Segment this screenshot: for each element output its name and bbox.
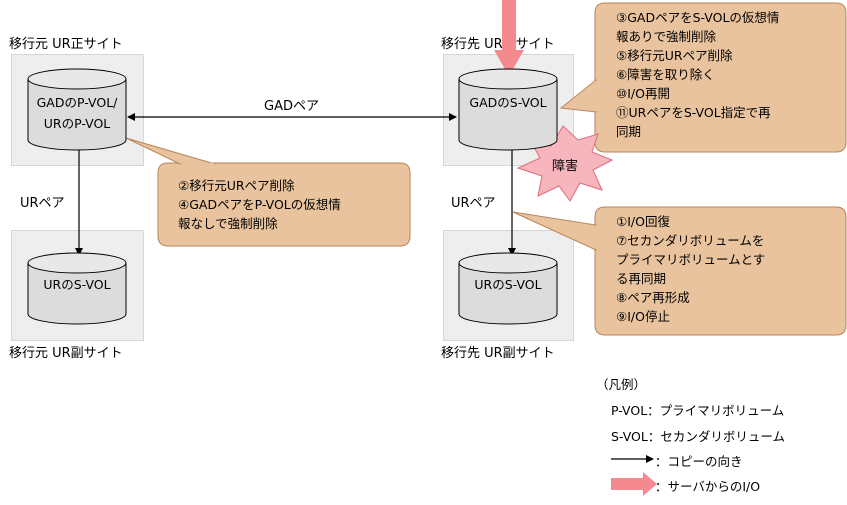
src-ur-svol-cylinder: URのS-VOL — [27, 252, 127, 326]
src-secondary-site-label: 移行元 UR副サイト — [9, 346, 123, 361]
dst-svol-label: GADのS-VOL — [469, 95, 547, 110]
dst-primary-site-label: 移行先 UR正サイト — [441, 37, 555, 52]
left-callout-line: 報なしで強制削除 — [178, 216, 278, 231]
src-pvol-label-2: URのP-VOL — [43, 116, 111, 131]
bottom-right-callout-line: ①I/O回復 — [616, 214, 670, 229]
legend-server-io: ：サーバからのI/O — [655, 479, 761, 494]
src-ur-svol-label: URのS-VOL — [43, 277, 111, 292]
legend-io-arrow — [611, 472, 657, 496]
legend-svol: S-VOL：セカンダリボリューム — [611, 429, 785, 444]
legend-copy-direction: ：コピーの向き — [655, 454, 743, 469]
dst-svol-cylinder: GADのS-VOL — [458, 68, 558, 152]
bottom-right-callout-line: プライマリボリュームとす — [616, 252, 766, 267]
bottom-right-callout: ①I/O回復 ⑦セカンダリボリュームを プライマリボリュームとす る再同期 ⑧ペ… — [616, 212, 765, 326]
top-right-callout-line: ⑥障害を取り除く — [616, 67, 715, 82]
left-callout-line: ②移行元URペア削除 — [178, 178, 295, 193]
gad-pair-label: GADペア — [264, 99, 319, 114]
left-callout: ②移行元URペア削除 ④GADペアをP-VOLの仮想情 報なしで強制削除 — [178, 176, 341, 233]
legend-pvol: P-VOL：プライマリボリューム — [611, 403, 785, 418]
bottom-right-callout-line: る再同期 — [616, 271, 667, 286]
ur-pair-left-label: URペア — [20, 196, 65, 211]
bottom-right-callout-line: ⑦セカンダリボリュームを — [616, 233, 765, 248]
bottom-right-callout-line: ⑨I/O停止 — [616, 309, 670, 324]
top-right-callout-line: 同期 — [616, 124, 642, 139]
top-right-callout-line: 報ありで強制削除 — [616, 29, 717, 44]
src-primary-site-label: 移行元 UR正サイト — [9, 37, 123, 52]
top-right-callout-line: ⑪URペアをS-VOL指定で再 — [616, 105, 771, 120]
top-right-callout-line: ⑩I/O再開 — [616, 86, 670, 101]
legend-title: （凡例） — [596, 377, 647, 392]
top-right-callout-shape — [559, 2, 847, 153]
ur-pair-right-label: URペア — [451, 196, 496, 211]
dst-ur-svol-label: URのS-VOL — [474, 277, 542, 292]
dst-secondary-site-label: 移行先 UR副サイト — [441, 346, 555, 361]
bottom-right-callout-shape — [512, 206, 847, 336]
failure-label: 障害 — [552, 159, 579, 174]
bottom-right-callout-line: ⑧ペア再形成 — [616, 290, 690, 305]
top-right-callout: ③GADペアをS-VOLの仮想情 報ありで強制削除 ⑤移行元URペア削除 ⑥障害… — [616, 8, 779, 141]
src-pvol-cylinder: GADのP-VOL/ URのP-VOL — [27, 68, 127, 152]
dst-ur-svol-cylinder: URのS-VOL — [458, 252, 558, 326]
left-callout-shape — [125, 137, 411, 247]
server-io-arrow — [494, 0, 524, 76]
top-right-callout-line: ⑤移行元URペア削除 — [616, 48, 733, 63]
left-callout-line: ④GADペアをP-VOLの仮想情 — [178, 197, 341, 212]
top-right-callout-line: ③GADペアをS-VOLの仮想情 — [616, 10, 780, 25]
src-pvol-label-1: GADのP-VOL/ — [36, 95, 118, 110]
